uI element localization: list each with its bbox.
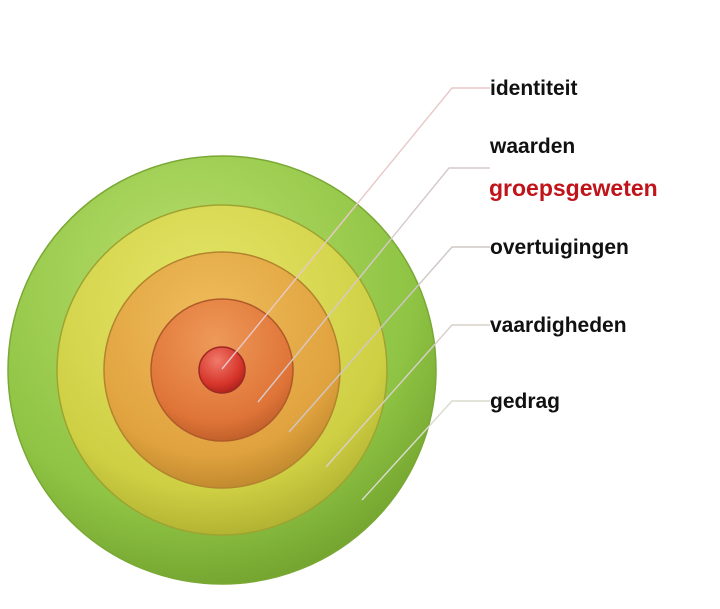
leader-line-identiteit [221, 87, 490, 370]
label-vaardigheden: vaardigheden [490, 314, 627, 337]
leader-lines [221, 87, 490, 501]
label-identiteit: identiteit [490, 77, 578, 100]
layer-identiteit [198, 346, 246, 394]
label-overtuigingen: overtuigingen [490, 236, 629, 259]
label-gedrag: gedrag [490, 390, 561, 413]
leader-line-overtuigingen [288, 246, 490, 433]
leader-line-vaardigheden [325, 324, 490, 468]
leader-line-gedrag [361, 400, 490, 501]
label-groepsgeweten: groepsgeweten [489, 175, 658, 201]
leader-line-waarden [257, 167, 490, 403]
label-waarden: waarden [490, 135, 576, 158]
